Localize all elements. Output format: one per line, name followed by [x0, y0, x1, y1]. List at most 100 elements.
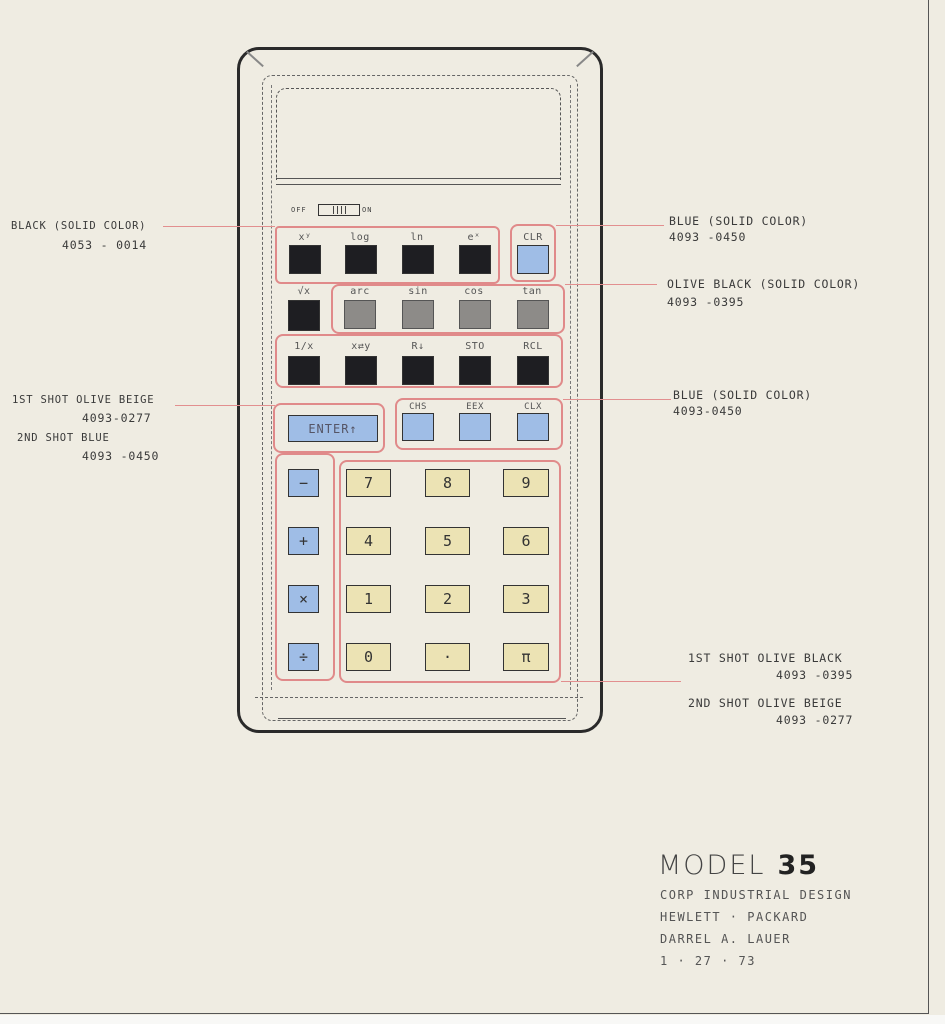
key-chs[interactable]: [402, 413, 434, 441]
key-tan[interactable]: [517, 300, 549, 329]
key-digit-1[interactable]: 1: [346, 585, 391, 613]
key-digit-8[interactable]: 8: [425, 469, 470, 497]
key-digit-9[interactable]: 9: [503, 469, 549, 497]
credit-designer: DARREL A. LAUER: [660, 932, 791, 946]
switch-on-label: ON: [362, 206, 373, 214]
key-digit-7[interactable]: 7: [346, 469, 391, 497]
key-plus[interactable]: +: [288, 527, 319, 555]
key-reciprocal[interactable]: [288, 356, 320, 385]
key-label: ln: [410, 232, 424, 243]
key-label: 1/x: [294, 341, 314, 352]
key-y-to-x[interactable]: [289, 245, 321, 274]
model-label: MODEL: [658, 850, 766, 881]
display-edge-line: [276, 178, 561, 179]
key-label: x⇄y: [351, 341, 371, 352]
note-blue-mid-line2: 4093-0450: [673, 404, 743, 418]
note-digits-line3: 2ND SHOT OLIVE BEIGE: [688, 696, 843, 710]
key-pi[interactable]: π: [503, 643, 549, 671]
note-black-line2: 4053 - 0014: [62, 238, 147, 252]
key-digit-0[interactable]: 0: [346, 643, 391, 671]
note-blue-top-line1: BLUE (SOLID COLOR): [669, 214, 809, 228]
key-clr[interactable]: [517, 245, 549, 274]
key-digit-2[interactable]: 2: [425, 585, 470, 613]
key-label: CLR: [523, 232, 543, 243]
key-ln[interactable]: [402, 245, 434, 274]
sheet-margin: [0, 1015, 945, 1024]
note-enter-line1: 1ST SHOT OLIVE BEIGE: [12, 394, 155, 406]
key-sqrt[interactable]: [288, 300, 320, 331]
key-label: log: [350, 232, 370, 243]
credit-department: CORP INDUSTRIAL DESIGN: [660, 888, 852, 902]
group-operators: [275, 453, 335, 681]
key-roll-down[interactable]: [402, 356, 434, 385]
key-sto[interactable]: [459, 356, 491, 385]
key-label: R↓: [411, 341, 425, 352]
leader-digits: [561, 681, 681, 682]
keyboard-panel-edges: [271, 85, 571, 690]
display-edge-line: [276, 184, 561, 185]
key-minus[interactable]: −: [288, 469, 319, 497]
group-black-row3: [275, 334, 563, 388]
key-enter[interactable]: ENTER↑: [288, 415, 378, 442]
sheet-border-right: [928, 0, 929, 1014]
display-window: [276, 88, 561, 180]
note-digits-line1: 1ST SHOT OLIVE BLACK: [688, 651, 843, 665]
calculator-foot-line: [278, 718, 566, 719]
key-label: RCL: [523, 341, 543, 352]
group-trig: [331, 284, 565, 334]
calculator-body-outline: [237, 47, 603, 733]
leader-olive-black: [565, 284, 657, 285]
key-divide[interactable]: ÷: [288, 643, 319, 671]
credit-date: 1 · 27 · 73: [660, 954, 756, 968]
leader-blue-mid: [563, 399, 671, 400]
key-rcl[interactable]: [517, 356, 549, 385]
key-digit-6[interactable]: 6: [503, 527, 549, 555]
key-label: xʸ: [298, 232, 312, 243]
key-multiply[interactable]: ×: [288, 585, 319, 613]
key-sin[interactable]: [402, 300, 434, 329]
key-label: √x: [297, 286, 311, 297]
credit-company: HEWLETT · PACKARD: [660, 910, 809, 924]
key-eex[interactable]: [459, 413, 491, 441]
sheet-border-bottom: [0, 1013, 929, 1014]
leader-enter: [175, 405, 275, 406]
key-digit-3[interactable]: 3: [503, 585, 549, 613]
key-arc[interactable]: [344, 300, 376, 329]
key-label: cos: [464, 286, 484, 297]
calculator-foot: [255, 697, 583, 722]
group-enter: [273, 403, 385, 453]
key-digit-5[interactable]: 5: [425, 527, 470, 555]
leader-black: [163, 226, 275, 227]
key-label: CHS: [409, 402, 427, 412]
key-clx[interactable]: [517, 413, 549, 441]
switch-knob: [333, 206, 347, 214]
power-switch[interactable]: [318, 204, 360, 216]
key-label: sin: [408, 286, 428, 297]
key-log[interactable]: [345, 245, 377, 274]
key-x-exchange-y[interactable]: [345, 356, 377, 385]
note-olive-black-line1: OLIVE BLACK (SOLID COLOR): [667, 277, 861, 291]
note-enter-line4: 4093 -0450: [82, 449, 160, 463]
key-digit-4[interactable]: 4: [346, 527, 391, 555]
note-enter-line3: 2ND SHOT BLUE: [17, 432, 110, 444]
note-digits-line2: 4093 -0395: [776, 668, 854, 682]
key-label: eˣ: [467, 232, 481, 243]
note-blue-top-line2: 4093 -0450: [669, 230, 747, 244]
note-enter-line2: 4093-0277: [82, 411, 152, 425]
note-olive-black-line2: 4093 -0395: [667, 295, 745, 309]
group-clr: [510, 224, 556, 282]
group-black-top: [275, 226, 500, 284]
note-black-line1: BLACK (SOLID COLOR): [11, 220, 147, 232]
key-label: arc: [350, 286, 370, 297]
key-e-to-x[interactable]: [459, 245, 491, 274]
calculator-bezel: [262, 75, 578, 721]
group-digits: [339, 460, 561, 683]
note-digits-line4: 4093 -0277: [776, 713, 854, 727]
group-blue-mid: [395, 398, 563, 450]
note-blue-mid-line1: BLUE (SOLID COLOR): [673, 388, 813, 402]
key-label: STO: [465, 341, 485, 352]
key-cos[interactable]: [459, 300, 491, 329]
key-decimal-point[interactable]: ·: [425, 643, 470, 671]
